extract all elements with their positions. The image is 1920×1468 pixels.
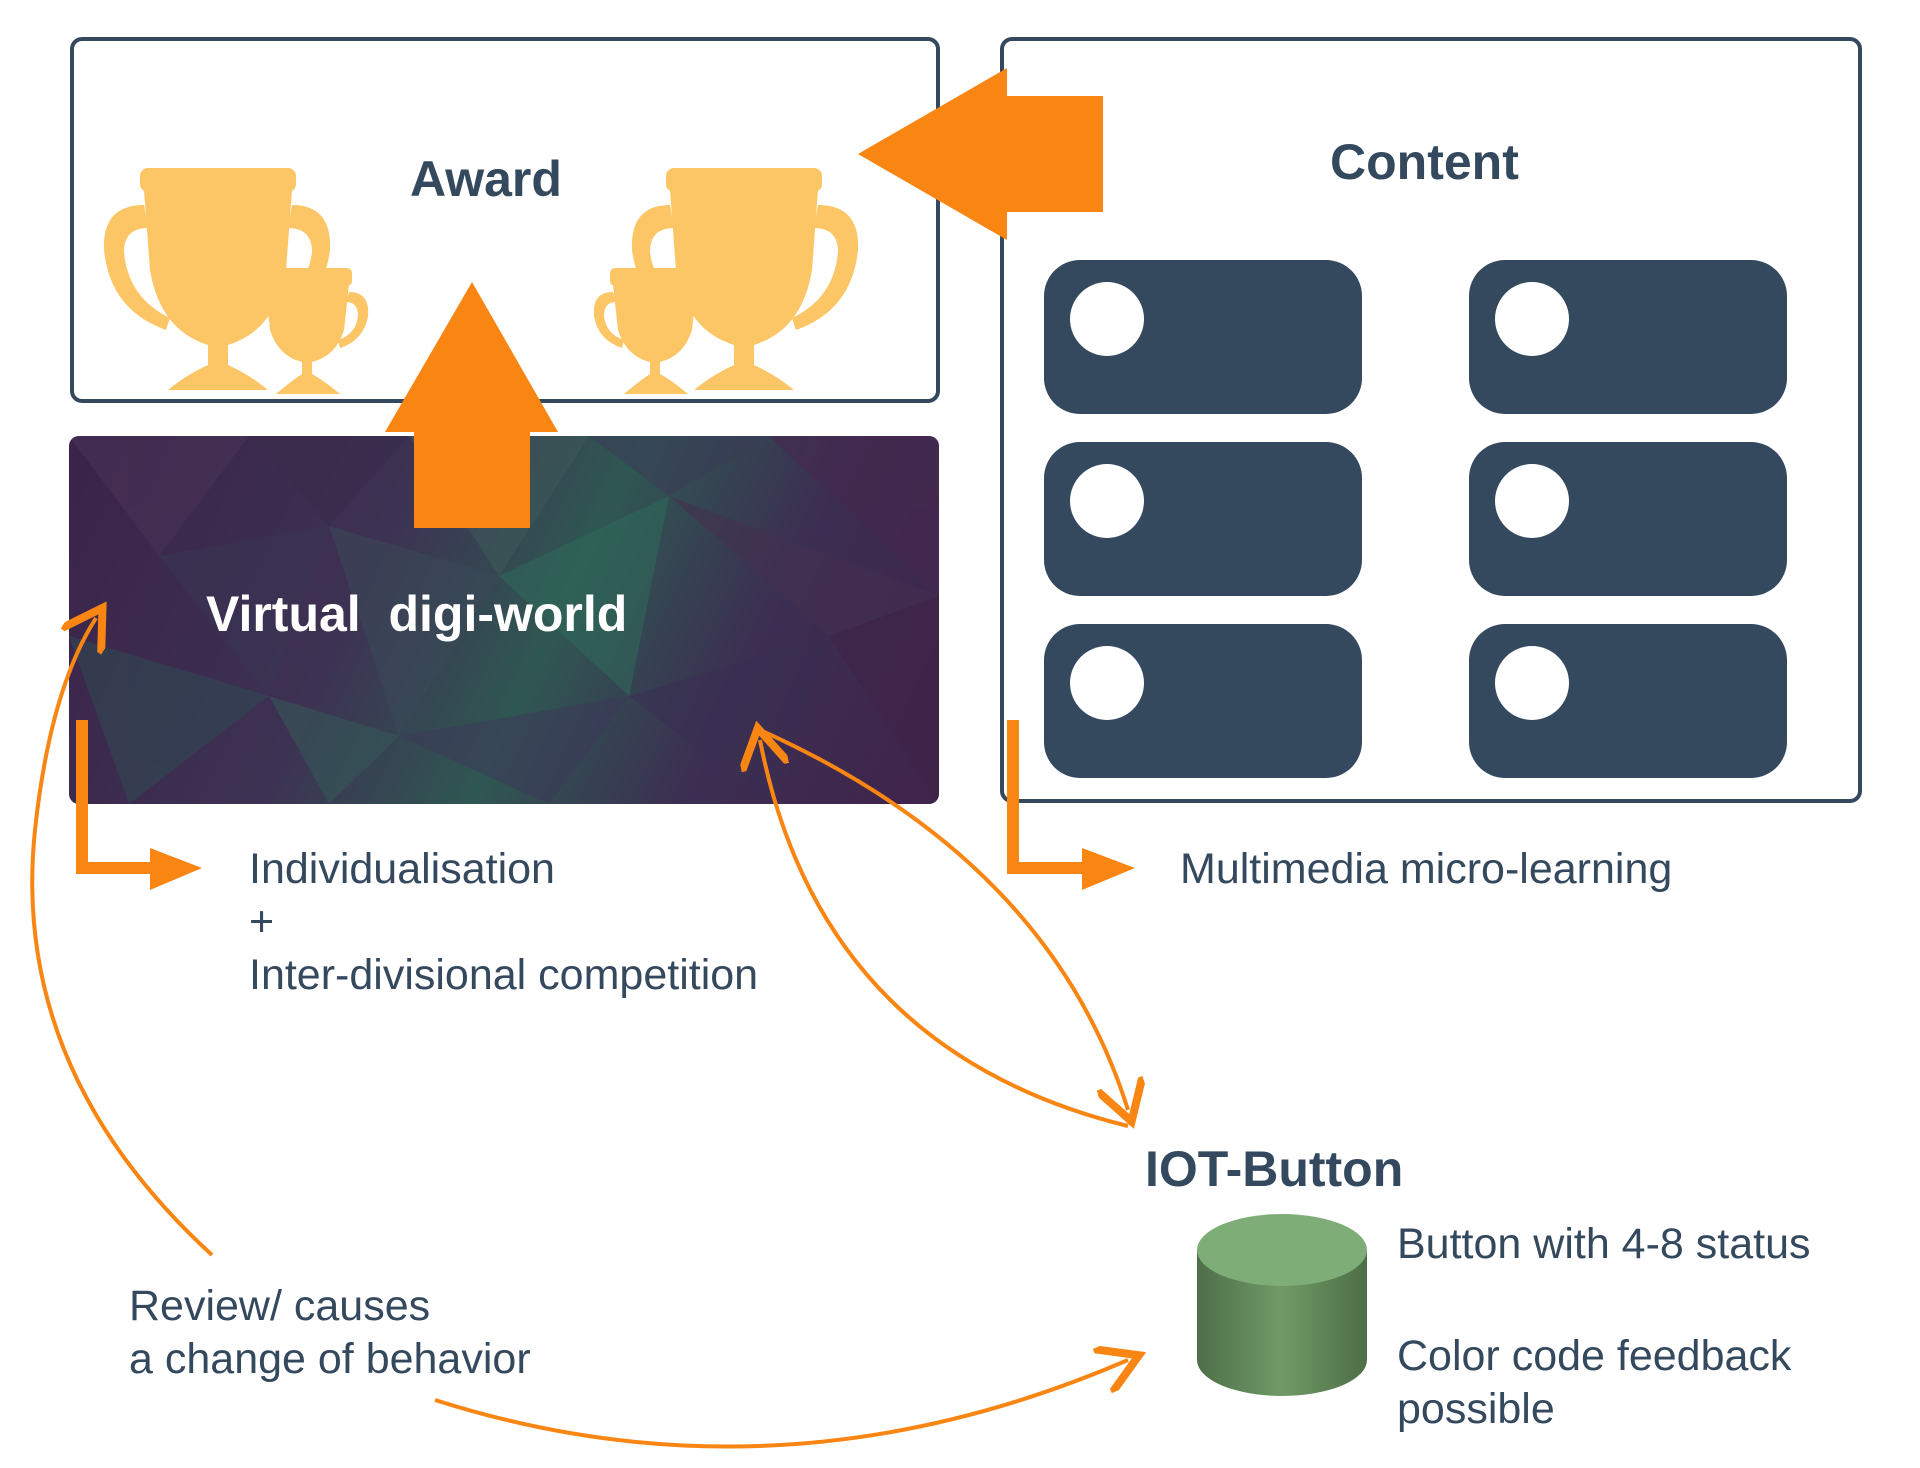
card-dot-icon xyxy=(1070,646,1144,720)
content-card xyxy=(1469,624,1787,778)
award-title: Award xyxy=(410,151,562,207)
iot-button-title: IOT-Button xyxy=(1145,1141,1404,1197)
iot-to-world-arrow xyxy=(760,740,1129,1128)
world-to-award-arrow xyxy=(385,282,558,528)
individualisation-line1: Individualisation xyxy=(249,845,555,893)
trophy-right-icon xyxy=(593,168,859,394)
virtual-world-title: Virtual digi-world xyxy=(206,586,628,642)
review-line1: Review/ causes xyxy=(129,1282,431,1330)
content-card xyxy=(1044,624,1362,778)
world-to-iot-arrow xyxy=(759,728,1128,1110)
content-card xyxy=(1044,442,1362,596)
iot-color-line1: Color code feedback xyxy=(1397,1332,1792,1380)
content-to-award-arrow xyxy=(858,68,1103,240)
individualisation-line3: Inter-divisional competition xyxy=(249,951,759,999)
card-dot-icon xyxy=(1495,646,1569,720)
iot-color-line2: possible xyxy=(1397,1385,1555,1433)
cylinder-button-icon xyxy=(1197,1214,1367,1396)
content-to-multimedia-arrow xyxy=(1007,720,1082,874)
card-dot-icon xyxy=(1070,282,1144,356)
multimedia-label: Multimedia micro-learning xyxy=(1180,845,1673,893)
world-to-individualisation-arrow xyxy=(76,720,150,874)
card-dot-icon xyxy=(1495,282,1569,356)
individualisation-label: Individualisation + Inter-divisional com… xyxy=(249,843,758,1002)
iot-status-label: Button with 4-8 status xyxy=(1397,1220,1811,1268)
review-label: Review/ causes a change of behavior xyxy=(129,1280,531,1386)
content-title: Content xyxy=(1330,134,1519,190)
content-card xyxy=(1469,260,1787,414)
trophy-left-icon xyxy=(103,168,369,394)
card-dot-icon xyxy=(1495,464,1569,538)
content-card xyxy=(1044,260,1362,414)
review-to-iot-arrow xyxy=(434,1360,1128,1449)
individualisation-line2: + xyxy=(249,898,275,946)
content-card xyxy=(1469,442,1787,596)
review-line2: a change of behavior xyxy=(129,1335,531,1383)
card-dot-icon xyxy=(1070,464,1144,538)
iot-color-label: Color code feedback possible xyxy=(1397,1330,1791,1436)
review-to-world-arrow xyxy=(30,618,214,1257)
